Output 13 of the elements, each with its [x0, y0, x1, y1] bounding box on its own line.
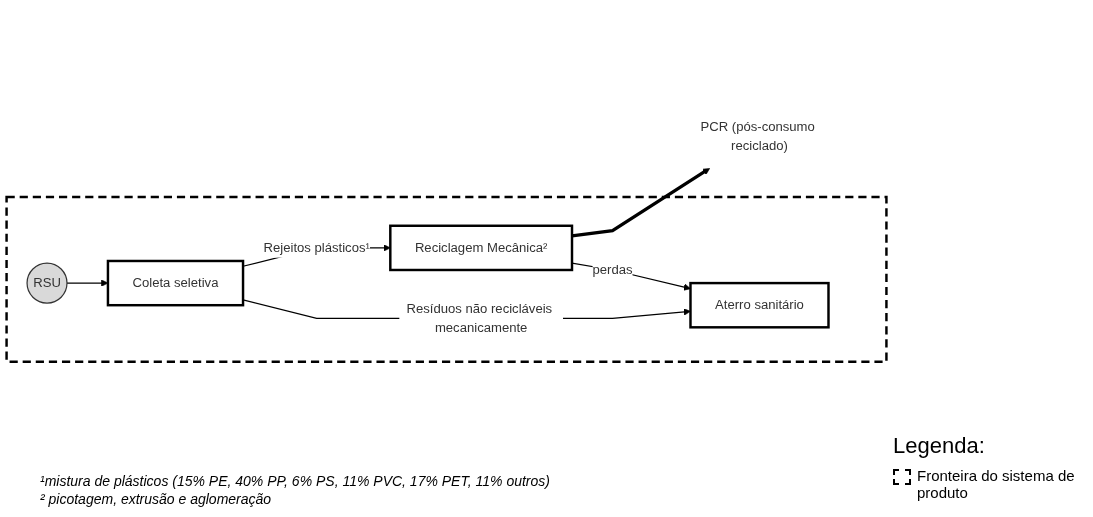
cluster [5, 196, 888, 364]
node-box: Reciclagem Mecânica² [389, 224, 574, 272]
legend-heading: Legenda: [893, 433, 986, 459]
footnote: ¹mistura de plásticos (15% PE, 40% PP, 6% PS, 11% PVC, 17% PET, 11% outros) [40, 473, 551, 489]
node-box: Coleta seletiva [106, 260, 245, 307]
edge-label: perdas [592, 262, 633, 277]
legend-text: Fronteira do sistema de produto [917, 467, 1076, 501]
edge-label: Resíduos não recicláveis mecanicamente [406, 301, 553, 336]
node-circle: RSU [26, 262, 68, 305]
node-text: PCR (pós-consumo reciclado) [700, 119, 815, 154]
footnote: ² picotagem, extrusão e aglomeração [40, 491, 273, 507]
edge-label: Rejeitos plásticos¹ [263, 240, 370, 255]
node-box: Aterro sanitário [689, 282, 830, 329]
